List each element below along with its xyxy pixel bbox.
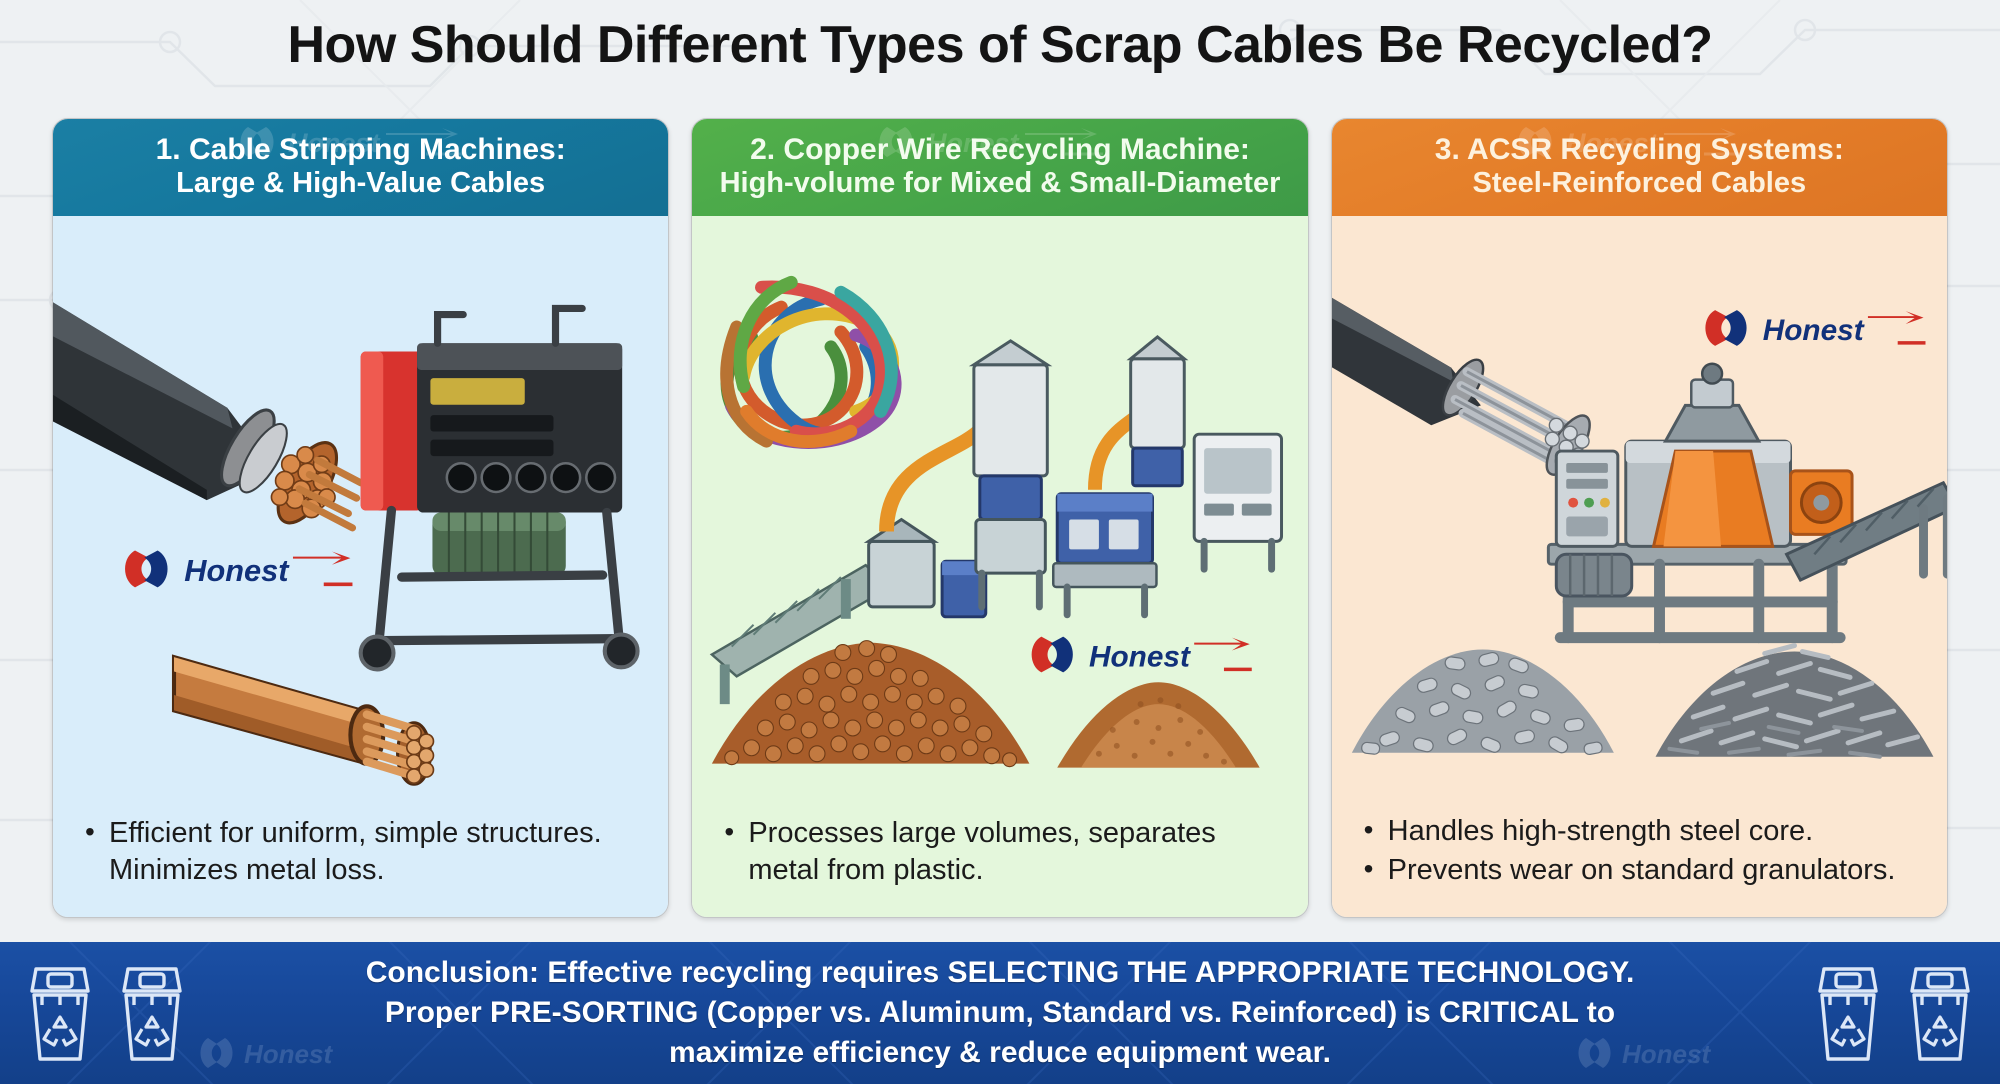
card-3-bullet-1: Prevents wear on standard granulators. [1362,851,1923,889]
honest-logo: Honest [125,550,353,588]
card-acsr-recycling-systems[interactable]: Honest 3. ACSR Recycling Systems: Steel-… [1330,118,1948,918]
card-3-body: Honest [1331,215,1947,917]
card-3-bullet-0: Handles high-strength steel core. [1362,812,1923,850]
card-2-header: Honest 2. Copper Wire Recycling Machine:… [692,119,1308,216]
card-3-header: Honest 3. ACSR Recycling Systems: Steel-… [1331,119,1947,216]
card-1-heading-line1: 1. Cable Stripping Machines: [155,133,566,166]
conclusion-text: Conclusion: Effective recycling requires… [136,953,1865,1073]
svg-text:Honest: Honest [184,553,290,588]
svg-text:Honest: Honest [1089,640,1191,673]
card-3-bullets: Handles high-strength steel core. Preven… [1332,812,1947,917]
banner-light-streaks [66,942,1814,1084]
card-3-heading-line1: 3. ACSR Recycling Systems: [1434,133,1844,166]
copper-cable-illustration [171,654,435,786]
cable-stripping-machine-illustration [358,304,640,672]
svg-text:Honest: Honest [1762,314,1864,347]
honest-watermark-icon: Honest [196,1033,426,1078]
page-title-bar: How Should Different Types of Scrap Cabl… [0,0,2000,90]
black-cable-illustration [53,302,365,532]
honest-logo: Honest [1031,636,1253,673]
card-3-heading-line2: Steel-Reinforced Cables [1472,166,1807,199]
conclusion-line-1: Conclusion: Effective recycling requires… [365,956,1635,990]
card-1-bullets: Efficient for uniform, simple structures… [53,814,668,917]
copper-granules-pile-large [712,639,1030,767]
card-cable-stripping-machines[interactable]: Honest 1. Cable Stripping Machines: Larg… [52,118,670,918]
card-2-bullets: Processes large volumes, separates metal… [692,814,1307,917]
card-2-body: Honest [692,215,1308,917]
card-2-heading-line2: High-volume for Mixed & Small-Diameter [719,166,1281,199]
card-1-header: Honest 1. Cable Stripping Machines: Larg… [53,119,669,216]
card-2-heading-line1: 2. Copper Wire Recycling Machine: [750,133,1250,166]
copper-powder-pile-small [1057,681,1261,768]
acsr-cable-illustration [1331,297,1591,477]
card-1-heading-line2: Large & High-Value Cables [176,166,546,199]
svg-text:Honest: Honest [244,1039,333,1069]
recycle-bins-left [22,961,190,1065]
card-1-body: Honest [53,215,669,917]
card-copper-wire-recycling-machine[interactable]: Honest 2. Copper Wire Recycling Machine:… [691,118,1309,918]
steel-wire-chips-pile [1655,642,1934,759]
recycle-bin-icon [1910,967,1970,1061]
aluminum-granules-pile [1351,649,1614,755]
conclusion-banner: Honest Honest Conclusion: Effective recy… [0,942,2000,1084]
acsr-recycling-machine-illustration [1546,362,1947,643]
honest-logo: Honest [1705,309,1926,347]
card-1-bullet-0: Efficient for uniform, simple structures… [83,814,644,889]
recycle-bin-icon [122,967,182,1061]
cards-container: Honest 1. Cable Stripping Machines: Larg… [52,118,1948,918]
conclusion-line-2: Proper PRE-SORTING (Copper vs. Aluminum,… [384,996,1616,1030]
card-2-bullet-0: Processes large volumes, separates metal… [722,814,1283,889]
recycling-machinery-illustration [710,334,1284,704]
card-3-illustration: Honest [1331,216,1947,813]
svg-text:Honest: Honest [1622,1039,1711,1069]
recycle-bin-icon [1818,967,1878,1061]
card-2-illustration: Honest [692,216,1307,815]
card-1-illustration: Honest [53,216,668,815]
recycle-bin-icon [30,967,90,1061]
recycle-bins-right [1810,961,1978,1065]
page-title: How Should Different Types of Scrap Cabl… [287,16,1713,74]
honest-watermark-icon: Honest [1574,1033,1804,1078]
conclusion-line-3: maximize efficiency & reduce equipment w… [669,1035,1331,1069]
tangled-wires-illustration [720,275,902,449]
